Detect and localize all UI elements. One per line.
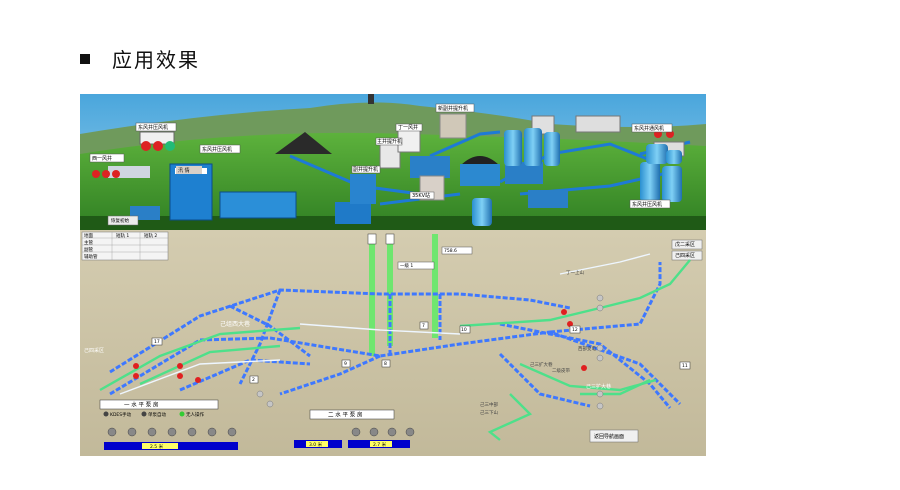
label-fan-1: 丁一风井 [398, 124, 418, 131]
table-header-0: 地面 [84, 232, 93, 239]
mode-auto: 单泵自动 [148, 411, 166, 418]
tank-cluster-left [92, 130, 674, 178]
pump-status-indicators [133, 309, 587, 383]
surface-edge [80, 216, 706, 230]
panel1-level: 2.5 米 [150, 443, 164, 450]
label-east-fan: 东风井通风机 [634, 125, 664, 132]
box-7: 7 [422, 323, 425, 329]
coal-pile-2 [460, 156, 500, 166]
label-west-fan-1: 西一风井 [92, 155, 112, 162]
lane-label-5: 己三中部 [480, 401, 498, 408]
area-button-wu2[interactable]: 戊二采区 [671, 239, 703, 250]
label-mine-area-west: 己四采区 [84, 347, 104, 354]
table-row-0: 主管 [84, 239, 93, 246]
panel1-title: 一 水 平 泵 房 [124, 401, 159, 409]
label-east-compressor-2: 东风井压风机 [632, 201, 662, 208]
box-9: 9 [344, 361, 347, 367]
section-title: 应用效果 [112, 48, 200, 72]
surface-buildings [108, 113, 685, 224]
return-nav-button[interactable]: 返回导航画面 [589, 429, 639, 443]
shaft-readout: 758.6 [444, 248, 457, 254]
area-button-wu2-label: 戊二采区 [675, 241, 695, 248]
lane-label-2: 西部变电 [578, 345, 596, 352]
pump-idle-indicators [256, 294, 604, 410]
pump-row-2 [351, 427, 415, 437]
box-2: 2 [252, 377, 255, 383]
area-button-ji4-label: 己四采区 [675, 252, 695, 259]
table-header-1: 短轨 1 [116, 232, 129, 239]
section-heading: 应用效果 [80, 44, 200, 73]
table-row-1: 副管 [84, 246, 93, 253]
label-main-hoist: 主井提升机 [377, 138, 402, 145]
return-nav-label: 返回导航画面 [594, 433, 624, 440]
restore-button-label: 恢复初始 [111, 217, 129, 224]
lane-label-6: 己三下山 [480, 409, 498, 416]
lane-label-1: 丁一上山 [566, 269, 584, 276]
lane-label-3: 二级皮带 [552, 367, 570, 374]
label-roadway-main: 己组西大巷 [220, 320, 250, 328]
label-east-roadway: 己三扩大巷 [586, 383, 611, 390]
table-row-2: 辅助管 [84, 253, 98, 260]
restore-button[interactable]: 恢复初始 [107, 215, 139, 226]
box-11: 11 [682, 363, 688, 369]
panel2-level-a: 3.0 米 [309, 441, 323, 448]
label-new-aux-hoist: 新副井提升机 [438, 105, 468, 112]
pump-room-panel-2: 二 水 平 泵 房 3.0 米 2.7 米 [294, 409, 415, 448]
label-east-compressor: 东风井压风机 [138, 124, 168, 131]
coal-pile [275, 132, 332, 154]
level-readout: 一级 1 [400, 262, 413, 269]
box-12: 12 [572, 327, 578, 333]
tunnel-network-blue [109, 262, 682, 409]
label-west-compressor: 东风井压风机 [202, 146, 232, 153]
lane-label-4: 己三扩大巷 [530, 361, 553, 368]
table-header-2: 短轨 2 [144, 232, 157, 239]
silos [472, 128, 682, 226]
panel2-level-b: 2.7 米 [373, 441, 387, 448]
box-8: 8 [384, 361, 387, 367]
tunnel-network-green [99, 259, 691, 441]
pump-row-1 [107, 427, 237, 437]
box-17: 17 [154, 339, 160, 345]
square-bullet-icon [80, 53, 90, 64]
mode-unmanned: 无人操作 [186, 411, 204, 418]
panel2-title: 二 水 平 泵 房 [328, 411, 363, 419]
status-table: 地面 短轨 1 短轨 2 主管 副管 辅助管 [81, 231, 169, 261]
mine-monitoring-screenshot: 新副井提升机 东风井通风机 东风井压风机 东风井压风机 西一风井 主井提升机 丁… [80, 94, 706, 456]
label-building-sign: 汛 情 [178, 167, 190, 174]
pump-room-panel-1: 一 水 平 泵 房 KDES手动 单泵自动 无人操作 2.5 米 [99, 399, 238, 450]
tunnel-network-white [119, 253, 651, 395]
area-button-ji4[interactable]: 己四采区 [671, 250, 703, 261]
label-substation: 35KV站 [412, 192, 430, 199]
box-10: 10 [461, 327, 467, 333]
label-aux-hoist: 副井提升机 [353, 166, 378, 173]
headframe-top [368, 94, 374, 104]
mode-manual: KDES手动 [110, 411, 132, 418]
